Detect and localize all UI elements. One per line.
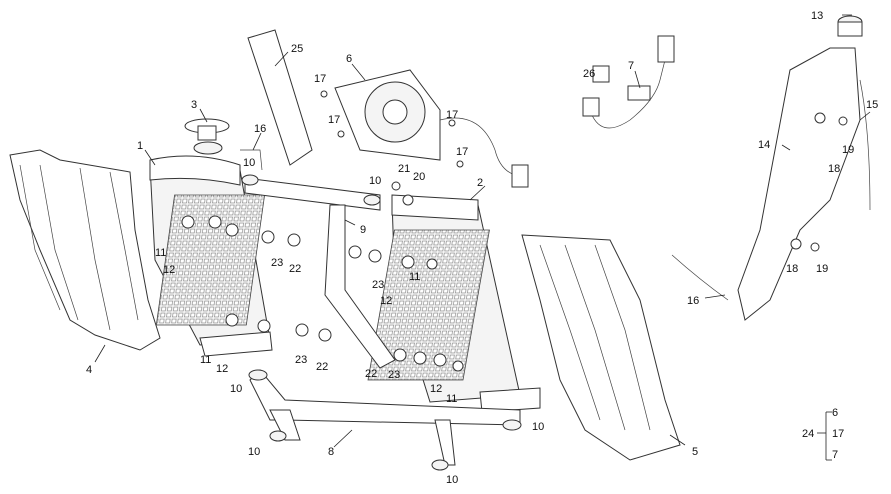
right-radiator-part-2 (367, 194, 541, 413)
callout-10c: 10 (230, 383, 242, 395)
callout-12b: 12 (216, 363, 228, 375)
kit-group-24: 24 6 17 7 (802, 407, 844, 461)
hose-assembly-part-8 (249, 369, 521, 466)
expansion-tank-part-14 (737, 15, 871, 321)
callout-25: 25 (291, 43, 303, 55)
callout-10d: 10 (248, 446, 260, 458)
callout-12d: 12 (430, 383, 442, 395)
callout-17b: 17 (328, 114, 340, 126)
callout-1: 1 (137, 140, 143, 152)
callout-10f: 10 (446, 474, 458, 486)
callout-19a: 19 (842, 144, 854, 156)
hose-clamps (241, 174, 522, 471)
callout-20: 20 (413, 171, 425, 183)
callout-11a: 11 (155, 247, 166, 259)
cooling-fan-part-6 (334, 69, 529, 188)
callout-23a: 23 (271, 257, 283, 269)
callout-4: 4 (86, 364, 92, 376)
kit-item-1: 6 (832, 407, 838, 419)
fasteners (181, 90, 848, 372)
callout-13: 13 (811, 10, 823, 22)
callout-18b: 18 (786, 263, 798, 275)
callout-23d: 23 (388, 369, 400, 381)
callout-17a: 17 (314, 73, 326, 85)
wiring-harness-part-7 (582, 35, 675, 129)
left-shroud-part-4 (9, 149, 161, 351)
callout-17d: 17 (456, 146, 468, 158)
callout-7: 7 (628, 60, 634, 72)
callout-14: 14 (758, 139, 770, 151)
callout-labels: 1 2 3 4 5 6 7 8 9 10 10 10 10 10 10 11 1… (86, 10, 878, 486)
callout-9: 9 (360, 224, 366, 236)
callout-5: 5 (692, 446, 698, 458)
callout-3: 3 (191, 99, 197, 111)
radiator-cap-part-3 (184, 118, 230, 155)
kit-item-3: 7 (832, 449, 838, 461)
callout-16a: 16 (254, 123, 266, 135)
relay-part-26 (592, 65, 610, 83)
callout-11c: 11 (409, 271, 420, 283)
kit-label: 24 (802, 428, 814, 440)
callout-11b: 11 (200, 354, 211, 366)
callout-12c: 12 (380, 295, 392, 307)
callout-22a: 22 (289, 263, 301, 275)
callout-21: 21 (398, 163, 410, 175)
callout-10a: 10 (243, 157, 255, 169)
leader-lines (94, 14, 871, 461)
callout-26: 26 (583, 68, 595, 80)
hose-assembly-part-9 (244, 177, 396, 369)
callout-8: 8 (328, 446, 334, 458)
callout-19b: 19 (816, 263, 828, 275)
callout-2: 2 (477, 177, 483, 189)
overflow-hose-part-16 (240, 149, 729, 301)
vent-pipe-part-25 (247, 29, 313, 166)
callout-18a: 18 (828, 163, 840, 175)
callout-10b: 10 (369, 175, 381, 187)
callout-6: 6 (346, 53, 352, 65)
callout-10e: 10 (532, 421, 544, 433)
right-shroud-part-5 (521, 234, 681, 461)
callout-23c: 23 (372, 279, 384, 291)
callout-11d: 11 (446, 393, 457, 405)
callout-22b: 22 (316, 361, 328, 373)
callout-23b: 23 (295, 354, 307, 366)
callout-15: 15 (866, 99, 878, 111)
callout-16b: 16 (687, 295, 699, 307)
callout-17c: 17 (446, 109, 458, 121)
kit-item-2: 17 (832, 428, 844, 440)
callout-22c: 22 (365, 368, 377, 380)
callout-12a: 12 (163, 264, 175, 276)
